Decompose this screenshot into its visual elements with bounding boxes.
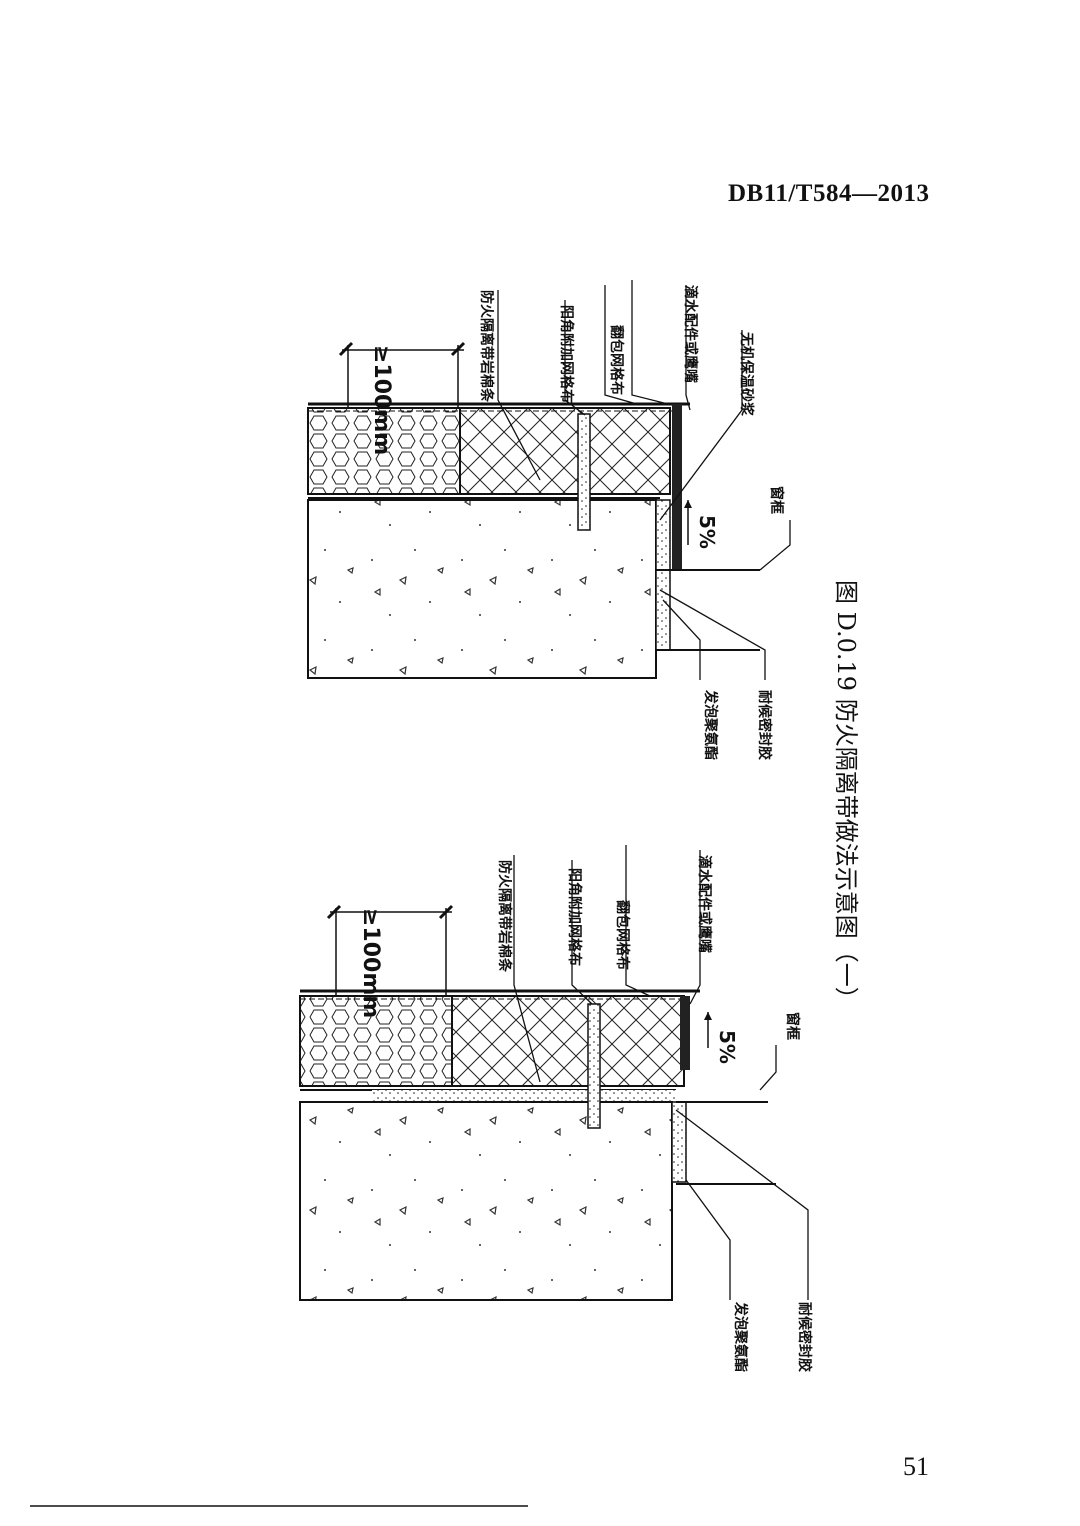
drip-edge [672,404,682,569]
bottom-label-corner-mesh: 阳角附加网格布 [566,868,583,966]
eps-insulation [307,407,461,495]
top-label-sealant: 耐候密封胶 [756,690,773,760]
top-label-corner-mesh: 阳角附加网格布 [558,305,575,403]
top-label-drip: 滴水配件或鹰嘴 [682,285,699,383]
bottom-label-rock-wool: 防火隔离带岩棉条 [496,860,513,973]
top-label-polyurethane: 发泡聚氨酯 [702,689,719,760]
top-label-wrap-mesh: 翻包网格布 [608,325,625,395]
figure-caption: 图 D.0.19 防火隔离带做法示意图（一） [832,580,860,1011]
top-dimension-label: ≥100mm [369,345,394,455]
top-label-rock-wool: 防火隔离带岩棉条 [478,290,495,403]
anchor-bolt [587,1003,601,1129]
bottom-label-sealant: 耐候密封胶 [796,1302,813,1372]
bottom-label-drip: 滴水配件或鹰嘴 [696,855,713,953]
top-detail-drawing: ≥100mm 5% 防火隔离带岩棉条 阳角附加网格布 翻包网格布 滴水配件或鹰嘴 [307,280,791,760]
bottom-detail-drawing: ≥100mm 5% 防火隔离带岩棉条 阳角附加网格布 翻包网格布 滴水配件或鹰嘴… [299,845,813,1372]
anchor-bolt [577,413,591,531]
bottom-label-polyurethane: 发泡聚氨酯 [732,1301,749,1372]
rock-wool-strip [451,995,685,1087]
page-number: 51 [903,1452,929,1481]
eps-insulation [299,995,453,1087]
document-code: DB11/T584—2013 [728,180,930,207]
concrete-wall [299,1101,673,1301]
bottom-label-window-frame: 窗框 [784,1012,801,1040]
rock-wool-strip [459,407,671,495]
concrete-wall [307,499,657,679]
bottom-dimension-label: ≥100mm [358,908,383,1018]
bottom-label-wrap-mesh: 翻包网格布 [614,900,631,970]
top-slope-label: 5% [695,515,719,549]
top-label-inorganic-mortar: 无机保温砂浆 [738,331,755,417]
top-label-window-frame: 窗框 [768,486,785,514]
bottom-slope-label: 5% [715,1030,739,1064]
drip-edge [680,996,690,1070]
